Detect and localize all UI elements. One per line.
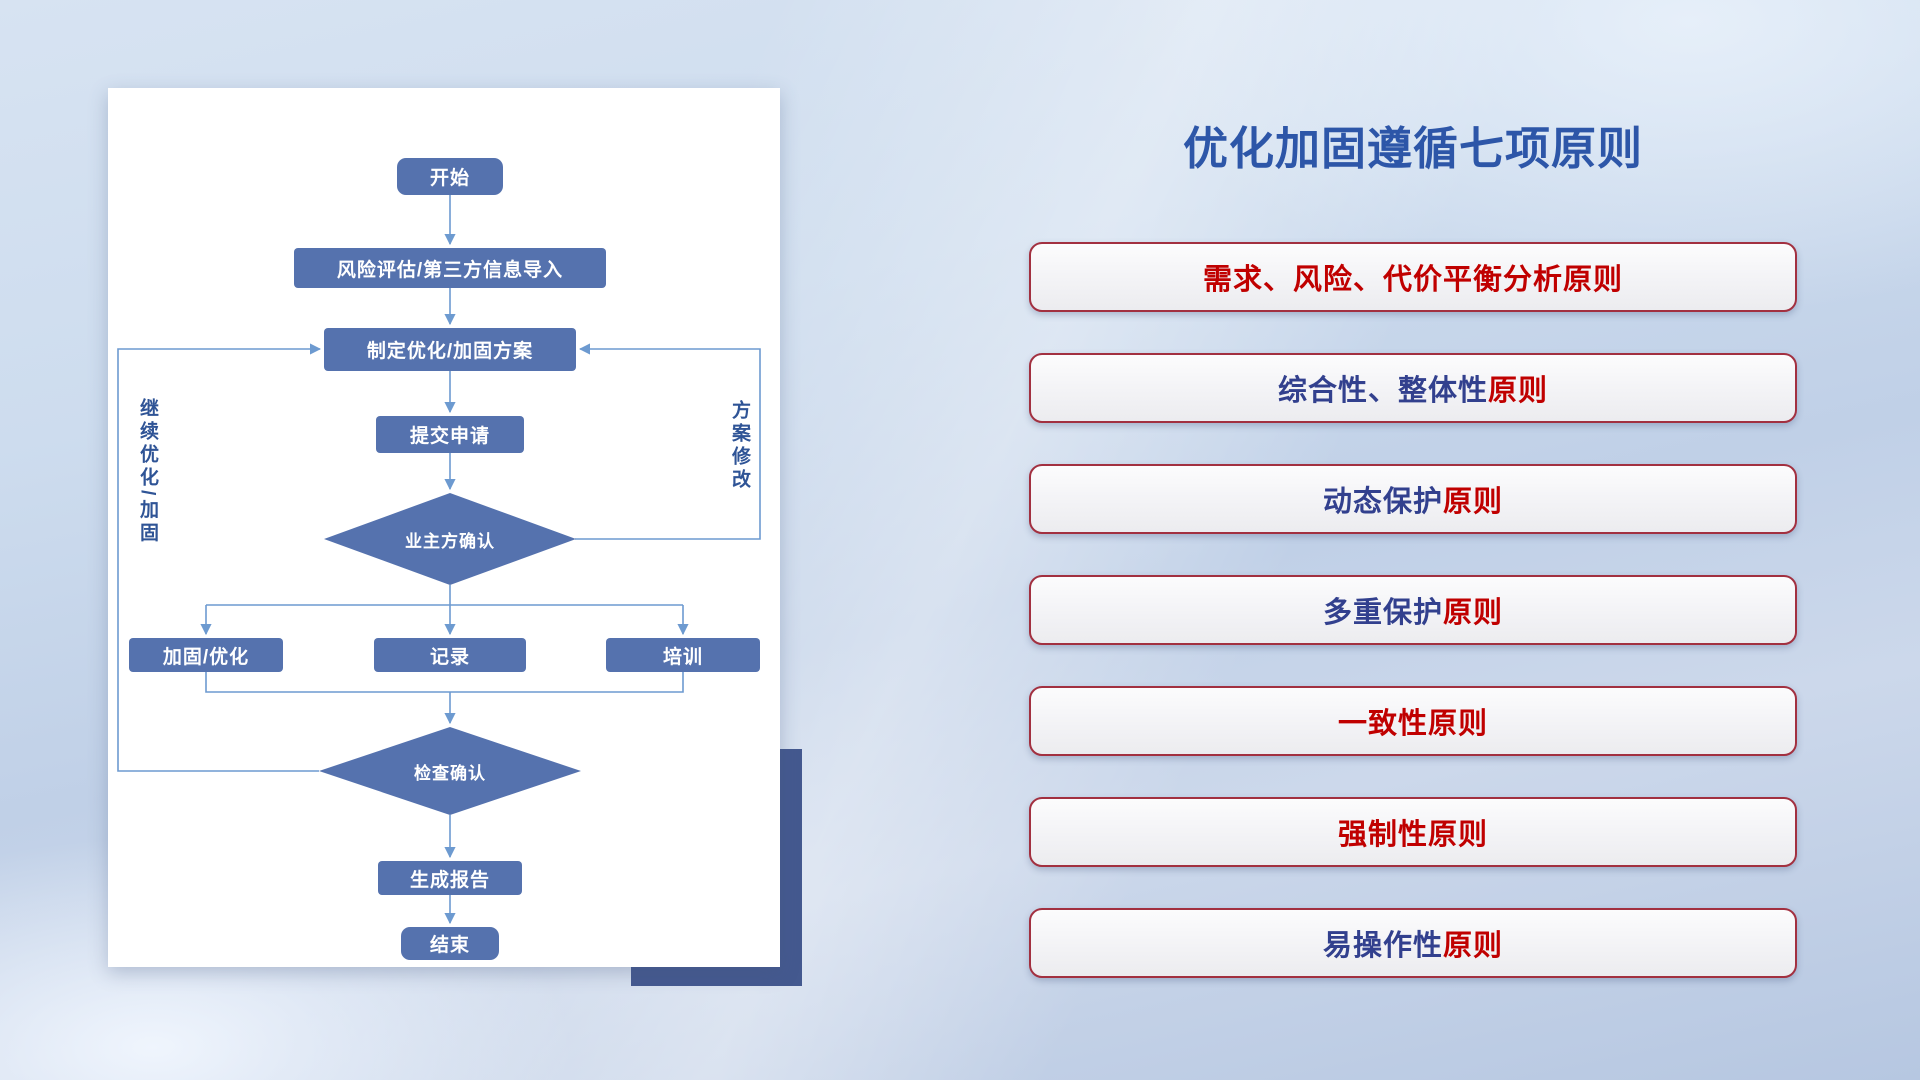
principle-box-3: 动态保护原则 [1029,464,1797,534]
flow-node-make-plan: 制定优化/加固方案 [324,328,576,371]
flowchart-connectors [117,195,761,925]
principle-box-1: 需求、风险、代价平衡分析原则 [1029,242,1797,312]
flow-node-harden: 加固/优化 [129,638,283,672]
principle-6-text: 强制性原则 [1337,819,1488,851]
flow-node-training: 培训 [606,638,760,672]
flow-node-risk-import-label: 风险评估/第三方信息导入 [336,259,564,281]
flow-node-end-label: 结束 [429,935,470,956]
flow-node-report: 生成报告 [378,861,522,895]
principles-list: 需求、风险、代价平衡分析原则 综合性、整体性原则 动态保护原则 多重保护原则 一… [1029,242,1797,1019]
flow-node-start-label: 开始 [429,168,470,189]
flow-node-harden-label: 加固/优化 [162,646,250,668]
principle-box-2: 综合性、整体性原则 [1029,353,1797,423]
principle-box-5: 一致性原则 [1029,686,1797,756]
principle-3-highlight: 动态保护 [1322,486,1443,518]
principle-5-text: 一致性原则 [1337,708,1488,740]
principle-3-text: 原则 [1443,486,1504,518]
principle-4-text: 原则 [1443,597,1504,629]
flow-node-start: 开始 [397,158,503,195]
principle-box-4: 多重保护原则 [1029,575,1797,645]
flow-node-submit: 提交申请 [376,416,524,453]
loop-label-continue: 继续优化/加固 [137,398,158,546]
flow-node-record-label: 记录 [429,646,470,668]
principle-box-6: 强制性原则 [1029,797,1797,867]
principle-box-7: 易操作性原则 [1029,908,1797,978]
flow-node-make-plan-label: 制定优化/加固方案 [366,341,534,362]
flow-node-report-label: 生成报告 [409,869,490,891]
flow-node-end: 结束 [401,927,499,960]
loop-label-revise: 方案修改 [729,400,750,492]
principle-7-highlight: 易操作性 [1322,930,1443,962]
page-title: 优化加固遵循七项原则 [1182,123,1643,174]
flow-node-record: 记录 [374,638,526,672]
flow-node-submit-label: 提交申请 [409,426,490,447]
principle-2-text: 原则 [1488,375,1549,407]
flow-node-training-label: 培训 [662,646,703,668]
flowchart-panel: 开始 风险评估/第三方信息导入 制定优化/加固方案 提交申请 业主方确认 加固/… [108,88,780,967]
flow-decision-owner-confirm-label: 业主方确认 [405,531,495,551]
principle-4-highlight: 多重保护 [1322,597,1443,629]
principle-7-text: 原则 [1443,930,1504,962]
principle-1-text: 需求、风险、代价平衡分析原则 [1202,264,1623,296]
principle-2-highlight: 综合性、整体性 [1277,375,1488,407]
flow-decision-check-confirm-label: 检查确认 [414,763,486,783]
flow-node-risk-import: 风险评估/第三方信息导入 [294,248,606,288]
